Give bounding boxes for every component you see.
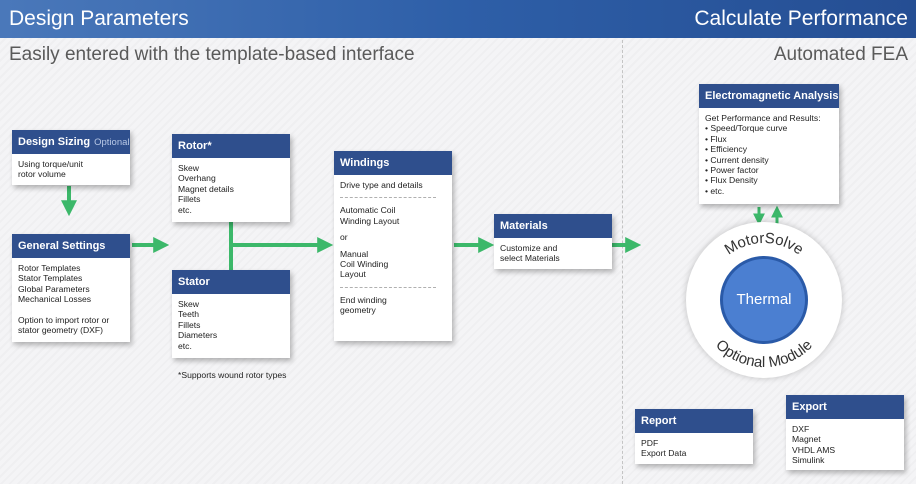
stator-line: Skew — [178, 299, 200, 309]
windings-end-line: End winding — [340, 294, 387, 305]
stator-header: Stator — [172, 270, 290, 294]
template-interface-subtitle: Easily entered with the template-based i… — [9, 44, 415, 65]
design-sizing-title: Design Sizing — [18, 136, 91, 148]
thermal-module-button[interactable]: Thermal — [720, 256, 808, 344]
export-line: Simulink — [792, 455, 825, 466]
export-line: DXF — [792, 424, 810, 434]
stator-box[interactable]: Stator Skew Teeth Fillets Diameters etc. — [172, 270, 290, 358]
windings-manual-line: Manual — [340, 248, 369, 259]
em-analysis-bullet: • Flux — [705, 133, 727, 144]
export-header: Export — [786, 395, 904, 419]
materials-line: select Materials — [500, 253, 560, 264]
optional-tag: Optional — [94, 137, 130, 148]
thermal-label: Thermal — [736, 291, 792, 308]
stator-line: etc. — [178, 340, 192, 351]
export-line: VHDL AMS — [792, 444, 836, 455]
em-analysis-intro: Get Performance and Results: — [705, 113, 821, 123]
em-analysis-bullet: • Flux Density — [705, 175, 758, 186]
report-box[interactable]: Report PDF Export Data — [635, 409, 753, 464]
windings-separator — [340, 197, 436, 199]
calculate-performance-title: Calculate Performance — [694, 7, 908, 30]
general-settings-line: stator geometry (DXF) — [18, 325, 104, 336]
em-analysis-bullet: • Current density — [705, 154, 769, 165]
windings-auto-line: Winding Layout — [340, 215, 400, 226]
electromagnetic-analysis-box[interactable]: Electromagnetic Analysis Get Performance… — [699, 84, 839, 204]
rotor-header: Rotor* — [172, 134, 290, 158]
export-line: Magnet — [792, 434, 821, 445]
export-box[interactable]: Export DXF Magnet VHDL AMS Simulink — [786, 395, 904, 470]
motorsolve-label: MotorSolve — [722, 230, 807, 259]
report-line: Export Data — [641, 448, 687, 459]
automated-fea-subtitle: Automated FEA — [773, 44, 908, 65]
materials-box[interactable]: Materials Customize and select Materials — [494, 214, 612, 269]
wound-rotor-footnote: *Supports wound rotor types — [178, 370, 287, 380]
design-sizing-line: Using torque/unit — [18, 159, 83, 169]
svg-text:MotorSolve: MotorSolve — [722, 230, 807, 259]
windings-header: Windings — [334, 151, 452, 175]
stator-line: Fillets — [178, 319, 201, 330]
general-settings-line: Stator Templates — [18, 273, 83, 284]
em-analysis-bullet: • Power factor — [705, 165, 759, 176]
windings-end-line: geometry — [340, 305, 376, 316]
general-settings-line: Global Parameters — [18, 283, 90, 294]
general-settings-header: General Settings — [12, 234, 130, 258]
windings-auto-line: Automatic Coil — [340, 205, 396, 216]
windings-separator — [340, 286, 436, 288]
header-bar: Design Parameters Calculate Performance — [0, 0, 916, 38]
windings-manual-line: Coil Winding — [340, 259, 389, 270]
em-analysis-bullet: • Efficiency — [705, 144, 748, 155]
materials-header: Materials — [494, 214, 612, 238]
report-header: Report — [635, 409, 753, 433]
windings-drive-type: Drive type and details — [340, 180, 423, 190]
materials-line: Customize and — [500, 243, 558, 253]
em-analysis-bullet: • Speed/Torque curve — [705, 123, 788, 134]
rotor-box[interactable]: Rotor* Skew Overhang Magnet details Fill… — [172, 134, 290, 222]
general-settings-box[interactable]: General Settings Rotor Templates Stator … — [12, 234, 130, 342]
general-settings-line: Mechanical Losses — [18, 294, 92, 305]
report-line: PDF — [641, 438, 659, 448]
windings-box[interactable]: Windings Drive type and details Automati… — [334, 151, 452, 341]
design-parameters-title: Design Parameters — [9, 7, 189, 30]
rotor-line: Magnet details — [178, 183, 234, 194]
section-divider — [622, 40, 623, 484]
electromagnetic-analysis-header: Electromagnetic Analysis — [699, 84, 839, 108]
em-analysis-bullet: • etc. — [705, 185, 725, 196]
stator-line: Teeth — [178, 309, 200, 320]
rotor-line: Overhang — [178, 173, 216, 184]
design-sizing-line: rotor volume — [18, 169, 66, 180]
windings-manual-line: Layout — [340, 269, 366, 280]
windings-or: or — [340, 232, 348, 243]
general-settings-line: Rotor Templates — [18, 263, 81, 273]
stator-line: Diameters — [178, 330, 218, 341]
general-settings-line: Option to import rotor or — [18, 315, 110, 326]
rotor-line: Skew — [178, 163, 200, 173]
rotor-line: Fillets — [178, 194, 201, 205]
rotor-line: etc. — [178, 204, 192, 215]
